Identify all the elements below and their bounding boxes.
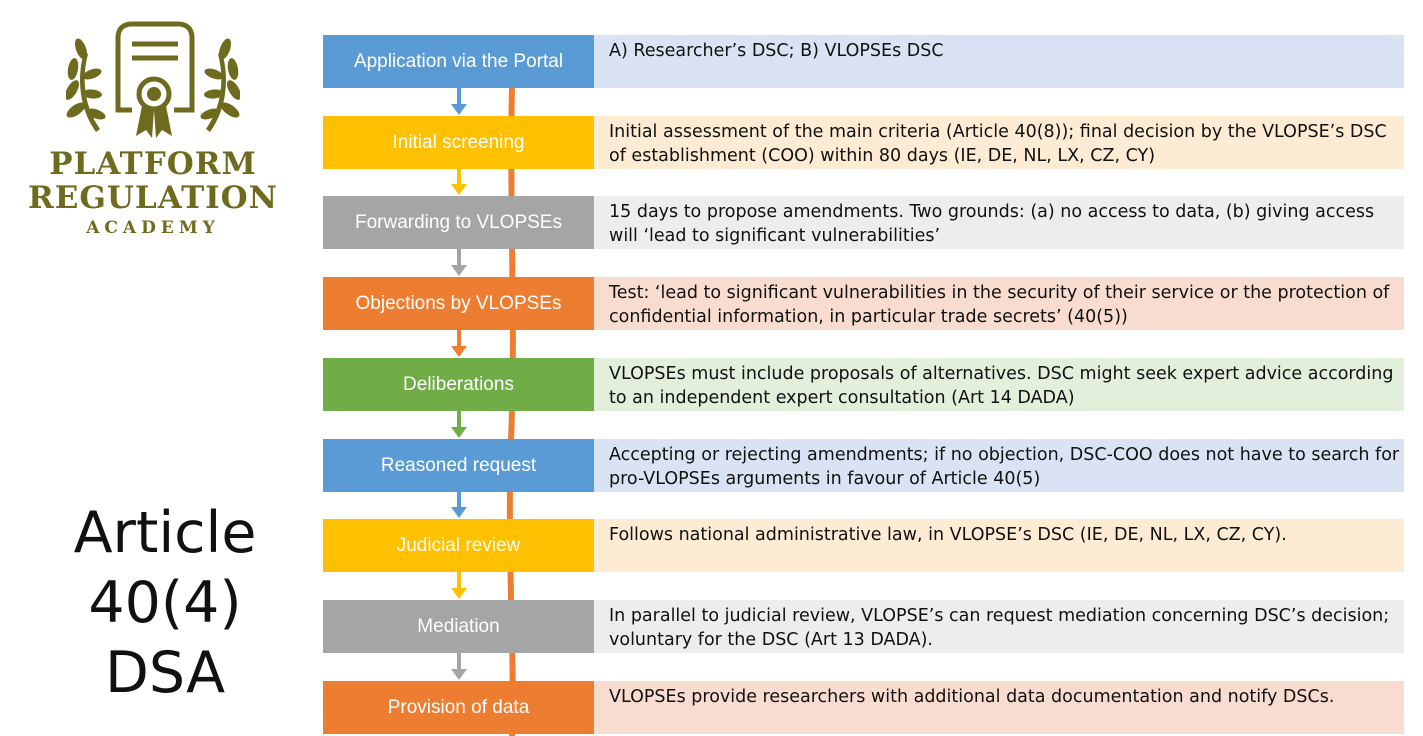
step-arrow-head <box>451 507 467 518</box>
brand-name-line-1: PLATFORM <box>49 146 257 182</box>
flow-step-box: Objections by VLOPSEs <box>323 277 594 330</box>
step-arrow-head <box>451 588 467 599</box>
brand-name-line-2: REGULATION <box>28 180 278 216</box>
step-arrow-head <box>451 265 467 276</box>
flow-step-description: Test: ‘lead to significant vulnerabiliti… <box>594 277 1404 330</box>
certificate-laurel-icon <box>66 21 240 138</box>
flow-step-box: Judicial review <box>323 519 594 572</box>
flow-step-description: In parallel to judicial review, VLOPSE’s… <box>594 600 1404 653</box>
step-arrow-head <box>451 184 467 195</box>
article-heading-line-3: DSA <box>104 640 226 706</box>
flow-step-box: Initial screening <box>323 116 594 169</box>
step-arrow-head <box>451 346 467 357</box>
flow-step-description: Initial assessment of the main criteria … <box>594 116 1404 169</box>
article-heading-line-1: Article <box>73 500 257 566</box>
flow-step-box: Mediation <box>323 600 594 653</box>
flow-step-description: Follows national administrative law, in … <box>594 519 1404 572</box>
step-arrow-head <box>451 427 467 438</box>
flow-step-box: Application via the Portal <box>323 35 594 88</box>
platform-regulation-academy-logo: PLATFORM REGULATION ACADEMY <box>28 14 278 244</box>
flow-step-box: Provision of data <box>323 681 594 734</box>
step-arrow-head <box>451 104 467 115</box>
flow-step-box: Forwarding to VLOPSEs <box>323 196 594 249</box>
step-arrow-head <box>451 669 467 680</box>
flow-step-description: Accepting or rejecting amendments; if no… <box>594 439 1404 492</box>
article-heading-line-2: 40(4) <box>88 570 242 636</box>
article-heading: Article 40(4) DSA <box>20 498 310 708</box>
flow-step-description: 15 days to propose amendments. Two groun… <box>594 196 1404 249</box>
flow-step-box: Deliberations <box>323 358 594 411</box>
flow-step-description: A) Researcher’s DSC; B) VLOPSEs DSC <box>594 35 1404 88</box>
flow-step-description: VLOPSEs must include proposals of altern… <box>594 358 1404 411</box>
flow-step-description: VLOPSEs provide researchers with additio… <box>594 681 1404 734</box>
brand-name-line-3: ACADEMY <box>86 218 220 238</box>
flow-step-box: Reasoned request <box>323 439 594 492</box>
